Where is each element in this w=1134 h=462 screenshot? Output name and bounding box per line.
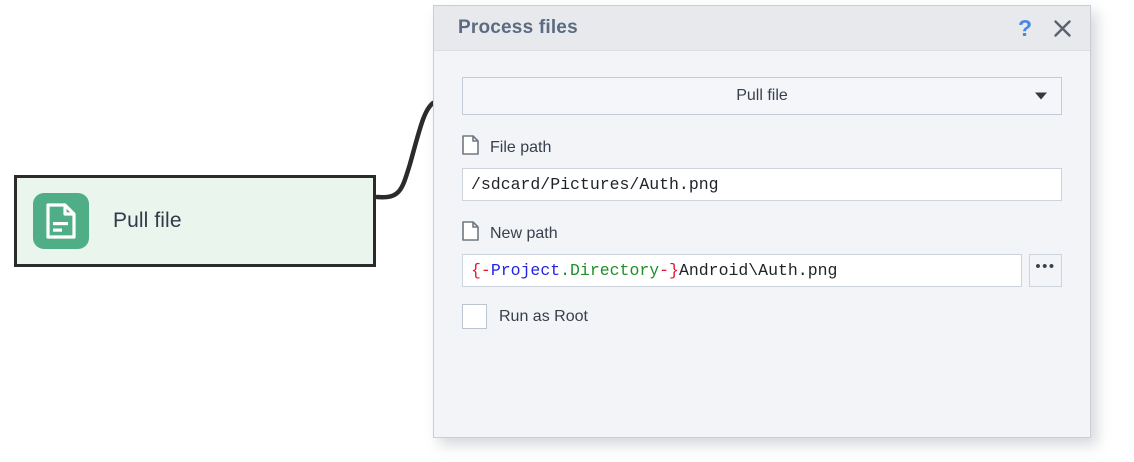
dialog-title: Process files xyxy=(458,17,578,38)
dialog-titlebar: Process files ? xyxy=(434,6,1090,51)
flow-node-pull-file[interactable]: Pull file xyxy=(14,175,376,267)
browse-button[interactable]: ••• xyxy=(1029,254,1062,287)
new-path-label-row: New path xyxy=(462,221,1062,246)
token-open-brace: {- xyxy=(471,261,491,280)
action-combobox[interactable]: Pull file xyxy=(462,77,1062,115)
action-combobox-value: Pull file xyxy=(736,87,788,104)
document-green-icon xyxy=(33,193,89,249)
run-as-root-label: Run as Root xyxy=(499,307,588,325)
file-path-label: File path xyxy=(490,138,552,156)
chevron-down-icon xyxy=(1035,92,1047,100)
flow-node-label: Pull file xyxy=(113,209,182,232)
file-path-input-row: /sdcard/Pictures/Auth.png xyxy=(462,168,1062,201)
close-icon[interactable] xyxy=(1042,8,1082,48)
new-path-input-row: {-Project.Directory-}Android\Auth.png ••… xyxy=(462,254,1062,287)
token-dot: . xyxy=(560,261,571,280)
token-close-brace: -} xyxy=(659,261,679,280)
token-property: Directory xyxy=(570,261,660,280)
run-as-root-checkbox[interactable] xyxy=(462,304,487,329)
process-files-dialog: Process files ? Pull file xyxy=(433,5,1091,438)
dialog-body: Pull file File path /sdcard/Pictures/Aut… xyxy=(434,51,1090,329)
file-icon xyxy=(462,221,479,246)
help-icon[interactable]: ? xyxy=(1017,14,1033,41)
file-path-label-row: File path xyxy=(462,135,1062,160)
new-path-input[interactable]: {-Project.Directory-}Android\Auth.png xyxy=(462,254,1022,287)
run-as-root-row[interactable]: Run as Root xyxy=(462,304,1062,329)
file-icon xyxy=(462,135,479,160)
file-path-input[interactable]: /sdcard/Pictures/Auth.png xyxy=(462,168,1062,201)
token-literal: Android\Auth.png xyxy=(678,261,838,280)
token-object: Project xyxy=(490,261,561,280)
new-path-label: New path xyxy=(490,224,558,242)
